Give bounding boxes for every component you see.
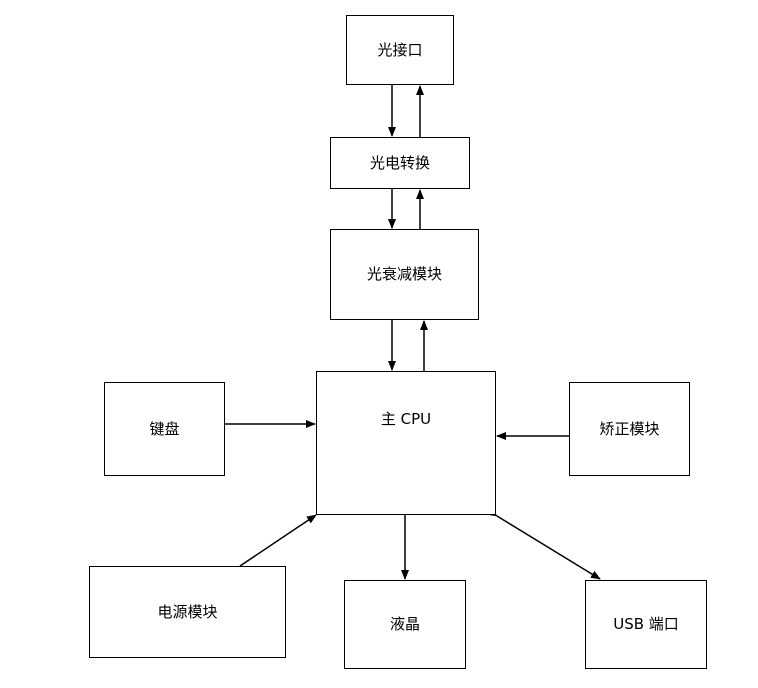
- lcd-box: 液晶: [344, 580, 466, 669]
- usb-port-box: USB 端口: [585, 580, 707, 669]
- lcd-label: 液晶: [389, 615, 420, 633]
- power-module-label: 电源模块: [157, 602, 218, 621]
- oe-convert-box: 光电转换: [330, 137, 470, 189]
- attenuator-label: 光衰减模块: [366, 265, 442, 283]
- optical-port-label: 光接口: [377, 40, 423, 59]
- arrow-cpu-usb-bidirectional: [487, 507, 601, 580]
- cpu-box: 主 CPU: [316, 371, 496, 515]
- oe-convert-label: 光电转换: [369, 153, 430, 172]
- usb-port-label: USB 端口: [613, 615, 679, 633]
- optical-port-box: 光接口: [346, 15, 454, 85]
- cpu-label: 主 CPU: [380, 410, 432, 428]
- power-module-box: 电源模块: [89, 566, 286, 658]
- keyboard-label: 键盘: [149, 419, 180, 438]
- correction-module-box: 矫正模块: [569, 382, 690, 476]
- arrow-power-to-cpu: [239, 514, 317, 567]
- attenuator-box: 光衰减模块: [330, 229, 479, 320]
- keyboard-box: 键盘: [104, 382, 225, 476]
- correction-module-label: 矫正模块: [599, 419, 660, 438]
